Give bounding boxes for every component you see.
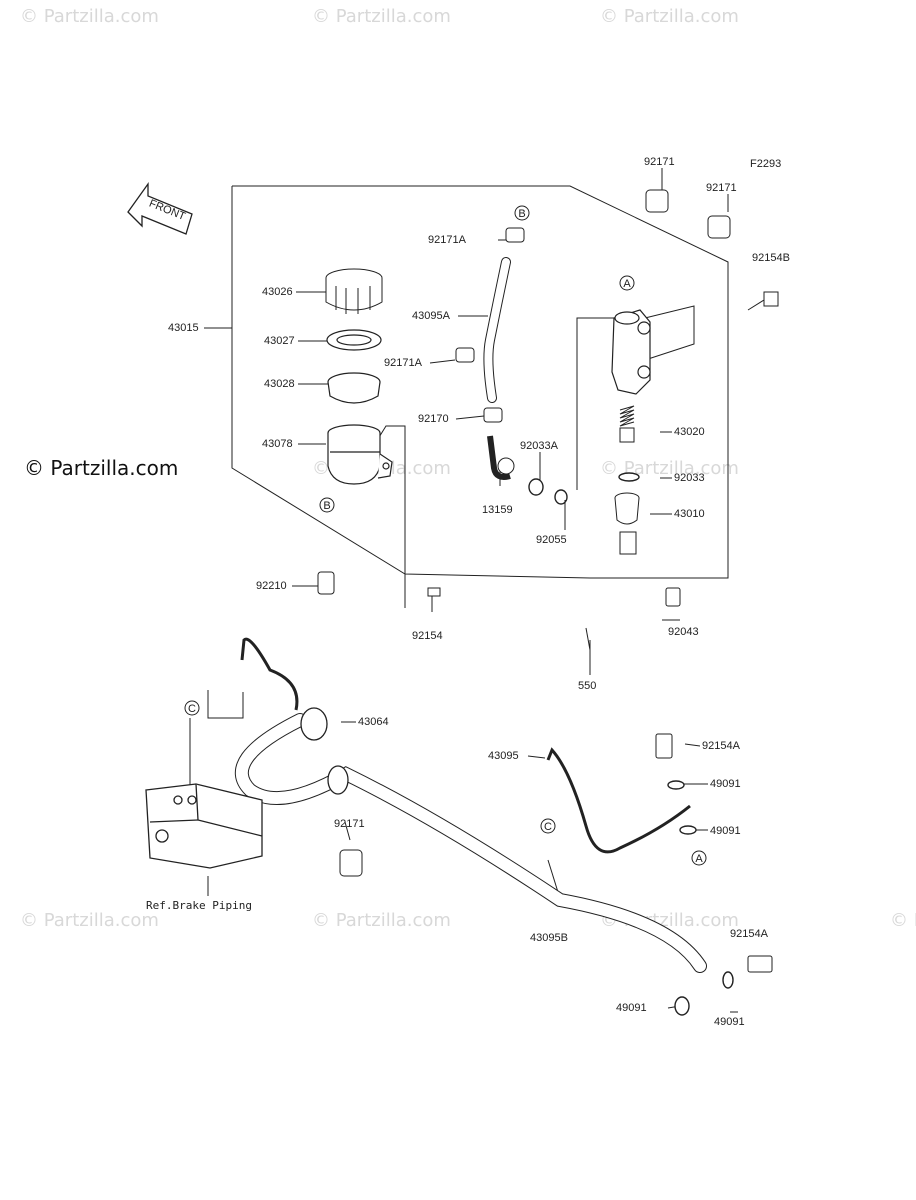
part-code[interactable]: 92154A [702, 740, 740, 752]
pin-icon [665, 587, 681, 607]
part-code[interactable]: 49091 [616, 1002, 647, 1014]
part-code[interactable]: 43095B [530, 932, 568, 944]
fitting-icon [487, 435, 511, 480]
part-code[interactable]: 43095 [488, 750, 519, 762]
master-cylinder-icon [611, 309, 651, 395]
hose-clip-icon [483, 407, 503, 423]
watermark: © Partzilla.com [20, 910, 159, 931]
watermark: © Partzilla.com [600, 6, 739, 27]
part-code[interactable]: 92170 [418, 413, 449, 425]
abs-unit-icon [145, 783, 263, 869]
hose-clip-icon [455, 347, 475, 363]
washer-icon [674, 996, 690, 1016]
assembly-outline [232, 185, 729, 579]
ref-letter-a: A [623, 278, 631, 290]
watermark: © Partzilla.com [312, 6, 451, 27]
part-code[interactable]: 92210 [256, 580, 287, 592]
ref-circle-c [540, 818, 556, 834]
part-code[interactable]: 43015 [168, 322, 199, 334]
part-code[interactable]: 92033A [520, 440, 558, 452]
part-code[interactable]: 92171 [644, 156, 675, 168]
grommet-icon [327, 765, 349, 795]
hose-clip-icon [707, 215, 731, 239]
ref-circle-c [184, 700, 200, 716]
part-code[interactable]: 43064 [358, 716, 389, 728]
ref-circle-a [619, 275, 635, 291]
brake-hose-icon [546, 747, 691, 854]
part-code[interactable]: 49091 [714, 1016, 745, 1028]
bleeder-bolt-icon [747, 291, 779, 311]
ref-circle-a [691, 850, 707, 866]
part-code[interactable]: 92171A [384, 357, 422, 369]
grommet-icon [300, 707, 328, 741]
ref-circle-b [514, 205, 530, 221]
part-code[interactable]: 550 [578, 680, 597, 692]
part-code[interactable]: 43027 [264, 335, 295, 347]
part-code[interactable]: 13159 [482, 504, 513, 516]
hose-clip-icon [339, 849, 363, 877]
brake-pipe-icon [240, 637, 299, 711]
front-arrow-icon [127, 181, 193, 235]
part-code[interactable]: 92154B [752, 252, 790, 264]
part-code[interactable]: 92171A [428, 234, 466, 246]
ref-letter-c: C [188, 703, 196, 715]
ref-letter-b: B [323, 500, 330, 512]
part-code[interactable]: 92033 [674, 472, 705, 484]
washer-icon [679, 825, 697, 835]
plate-icon [327, 372, 381, 404]
snap-ring-icon [528, 478, 544, 496]
figure-id: F2293 [750, 158, 782, 170]
ref-letter-c: C [544, 821, 552, 833]
washer-icon [667, 780, 685, 790]
credit-text: © Partzilla.com [24, 456, 179, 480]
part-code[interactable]: 92055 [536, 534, 567, 546]
part-code[interactable]: 43026 [262, 286, 293, 298]
reservoir-cap-icon [325, 268, 383, 314]
part-code[interactable]: 43078 [262, 438, 293, 450]
clamp-icon [317, 571, 335, 595]
ref-letter-b: B [518, 208, 525, 220]
ref-circle-b [319, 497, 335, 513]
watermark: © Partzilla.com [890, 910, 916, 931]
push-rod-icon [614, 492, 640, 555]
bolt-icon [427, 587, 441, 612]
o-ring-icon [554, 489, 568, 505]
part-code[interactable]: 92171 [706, 182, 737, 194]
part-code[interactable]: 92154A [730, 928, 768, 940]
part-code[interactable]: 92171 [334, 818, 365, 830]
part-code[interactable]: 49091 [710, 778, 741, 790]
ref-letter-a: A [695, 853, 703, 865]
hose-clip-icon [505, 227, 525, 243]
washer-icon [722, 971, 734, 989]
seal-icon [618, 472, 640, 482]
cotter-pin-icon [585, 627, 591, 651]
watermark: © Partzilla.com [20, 6, 159, 27]
reference-note: Ref.Brake Piping [146, 899, 252, 912]
hose-clip-icon [645, 189, 669, 213]
part-code[interactable]: 43095A [412, 310, 450, 322]
piston-spring-icon [619, 405, 635, 443]
banjo-bolt-icon [747, 955, 773, 973]
watermark: © Partzilla.com [312, 910, 451, 931]
part-code[interactable]: 92043 [668, 626, 699, 638]
part-code[interactable]: 92154 [412, 630, 443, 642]
diaphragm-icon [326, 329, 382, 351]
part-code[interactable]: 43020 [674, 426, 705, 438]
reservoir-icon [327, 424, 393, 485]
banjo-bolt-icon [655, 733, 673, 759]
part-code[interactable]: 43028 [264, 378, 295, 390]
part-code[interactable]: 43010 [674, 508, 705, 520]
part-code[interactable]: 49091 [710, 825, 741, 837]
